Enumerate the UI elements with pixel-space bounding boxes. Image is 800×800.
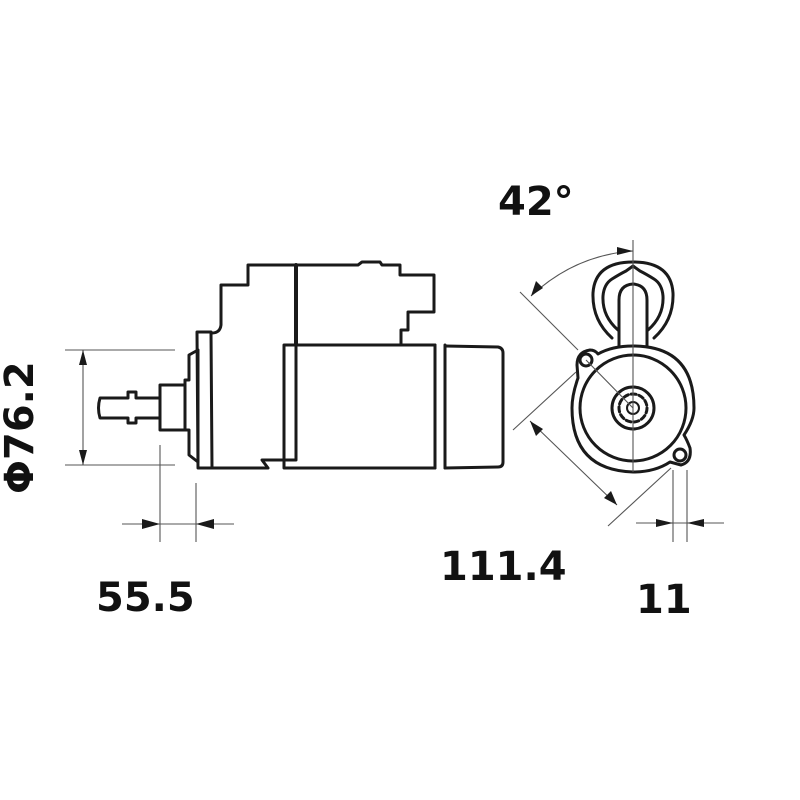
front-flange [570,344,696,474]
motor-yoke [282,343,437,470]
offset-dimension [122,445,234,542]
nose-housing [210,263,298,470]
mount-hole-upper [578,352,594,368]
side-view [97,260,505,470]
hole-width-label: 11 [636,577,692,623]
pinion-shaft [97,390,162,425]
diameter-dimension [65,349,175,466]
solenoid [294,260,436,347]
hole-width-dimension [636,470,724,542]
hole-center-line [585,359,634,409]
mount-distance-label: 111.4 [440,544,567,590]
drive-collar [158,383,187,432]
diameter-label: Φ76.2 [0,361,43,494]
end-cap [443,344,505,470]
front-view [570,240,696,474]
mount-hole-lower [672,447,688,463]
angle-dimension [519,247,634,351]
mount-distance-dimension [512,371,672,527]
offset-label: 55.5 [96,575,195,621]
angle-label: 42° [498,179,574,225]
